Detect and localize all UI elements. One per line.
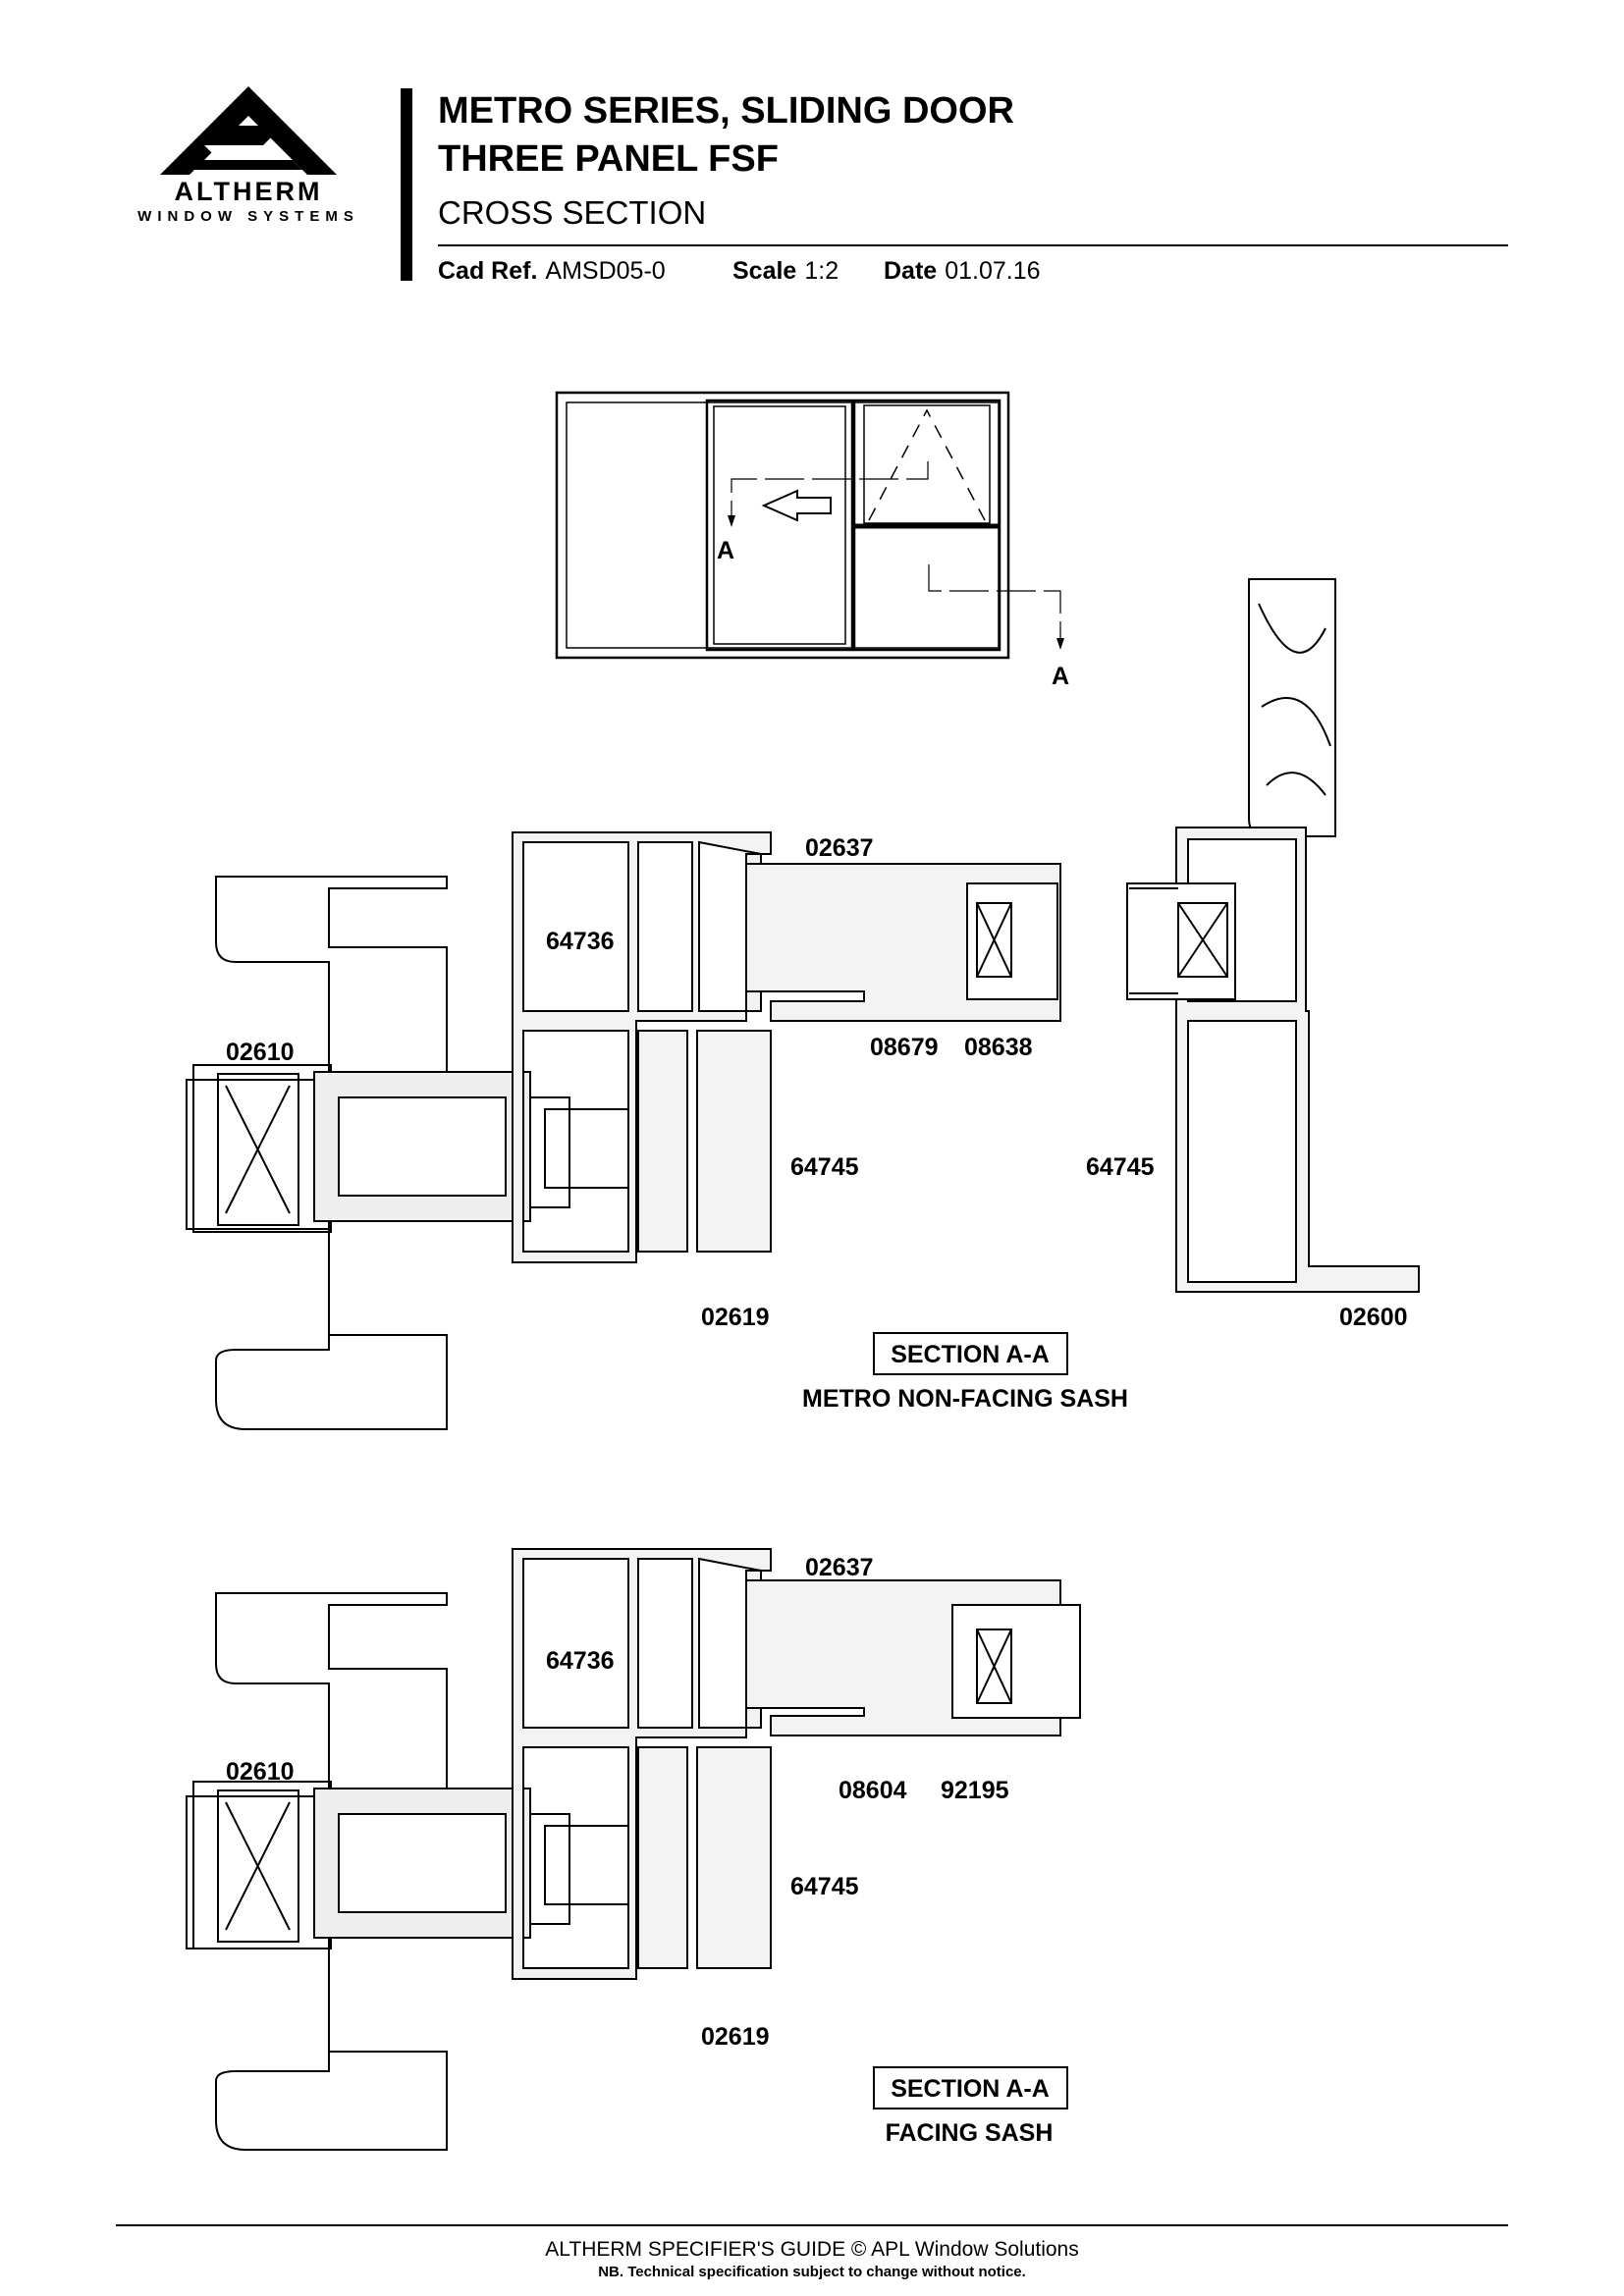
section-2-labels: 02637 64736 02610 08604 92195 64745 0261… xyxy=(226,1554,1068,2147)
part-label: 08604 xyxy=(839,1777,907,1804)
section-marker-a: A xyxy=(717,537,734,564)
part-label: 64745 xyxy=(790,1153,859,1181)
title-divider xyxy=(401,88,412,281)
section-title: SECTION A-A xyxy=(891,1341,1050,1368)
part-label: 64745 xyxy=(790,1873,859,1900)
section-1-profiles xyxy=(186,578,1420,1430)
section-title: SECTION A-A xyxy=(891,2075,1050,2103)
part-label: 02637 xyxy=(805,834,874,862)
part-label: 08679 xyxy=(870,1034,939,1061)
part-label: 02610 xyxy=(226,1039,295,1066)
part-label: 02610 xyxy=(226,1758,295,1786)
footer-copyright: ALTHERM SPECIFIER'S GUIDE © APL Window S… xyxy=(545,2238,1079,2261)
footer-note: NB. Technical specification subject to c… xyxy=(598,2264,1026,2280)
section-marker-a: A xyxy=(1052,663,1069,690)
part-label: 64736 xyxy=(546,928,615,955)
title-rule xyxy=(438,244,1508,246)
section-title-box xyxy=(873,1332,1068,1375)
brand-tagline: WINDOW SYSTEMS xyxy=(137,208,359,225)
altherm-logo-icon xyxy=(160,86,337,175)
section-1-labels: 02637 64736 02610 08679 08638 64745 6474… xyxy=(226,834,1408,1413)
section-title-box xyxy=(873,2066,1068,2109)
brand-wordmark: ALTHERM xyxy=(174,177,323,206)
section-caption: METRO NON-FACING SASH xyxy=(802,1385,1128,1413)
section-2-profiles xyxy=(186,1548,1081,2151)
part-label: 02637 xyxy=(805,1554,874,1581)
part-label: 02619 xyxy=(701,1304,770,1331)
drawing-title-line1: METRO SERIES, SLIDING DOOR xyxy=(438,90,1014,132)
door-elevation xyxy=(555,391,1061,660)
part-label: 08638 xyxy=(964,1034,1033,1061)
cad-ref: Cad Ref.AMSD05-0 xyxy=(438,257,666,285)
elevation-markers: A A xyxy=(717,515,1069,690)
technical-drawing: A A xyxy=(186,391,1420,2151)
part-label: 02619 xyxy=(701,2023,770,2051)
footer-rule xyxy=(116,2224,1508,2226)
title-block: ALTHERM WINDOW SYSTEMS METRO SERIES, SLI… xyxy=(0,0,1624,294)
part-label: 92195 xyxy=(941,1777,1009,1804)
drawing-title-line2: THREE PANEL FSF xyxy=(438,138,779,180)
part-label: 64745 xyxy=(1086,1153,1155,1181)
part-label: 64736 xyxy=(546,1647,615,1675)
section-caption: FACING SASH xyxy=(886,2119,1054,2147)
drawing-subtitle: CROSS SECTION xyxy=(438,194,707,231)
part-label: 02600 xyxy=(1339,1304,1408,1331)
